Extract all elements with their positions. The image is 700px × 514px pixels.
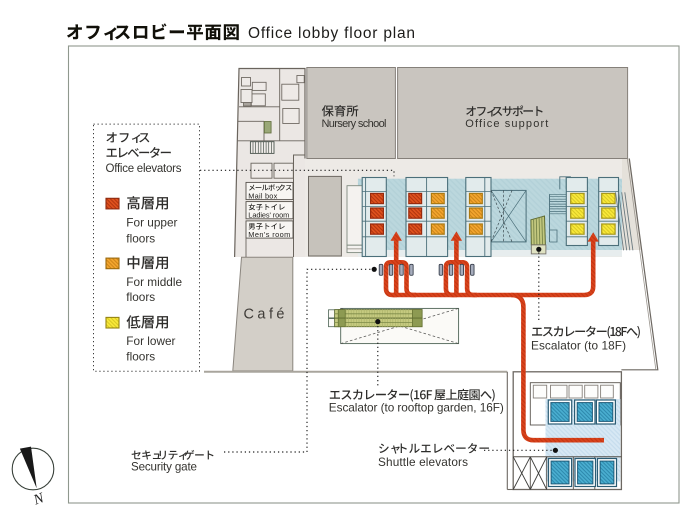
svg-text:Café: Café	[244, 307, 285, 323]
svg-text:Escalator (to rooftop garden,: Escalator (to rooftop garden, 16F)	[329, 400, 504, 414]
svg-text:Nursery school: Nursery school	[322, 118, 387, 130]
svg-text:Office support: Office support	[465, 118, 548, 130]
svg-text:For middle: For middle	[126, 275, 182, 289]
svg-text:Security gate: Security gate	[131, 461, 197, 474]
svg-text:Office lobby floor plan: Office lobby floor plan	[248, 25, 415, 42]
svg-text:Mail box: Mail box	[248, 191, 277, 200]
svg-text:Office elevators: Office elevators	[106, 163, 182, 175]
svg-text:Men's room: Men's room	[248, 230, 290, 239]
svg-text:Shuttle elevators: Shuttle elevators	[378, 455, 468, 469]
svg-text:N: N	[31, 490, 48, 509]
svg-text:floors: floors	[126, 290, 155, 304]
svg-text:For lower: For lower	[126, 334, 175, 348]
svg-text:floors: floors	[126, 232, 155, 246]
svg-text:Ladies' room: Ladies' room	[248, 211, 289, 220]
svg-text:For upper: For upper	[126, 216, 177, 230]
svg-text:Escalator (to 18F): Escalator (to 18F)	[531, 338, 626, 352]
svg-text:floors: floors	[126, 349, 155, 363]
